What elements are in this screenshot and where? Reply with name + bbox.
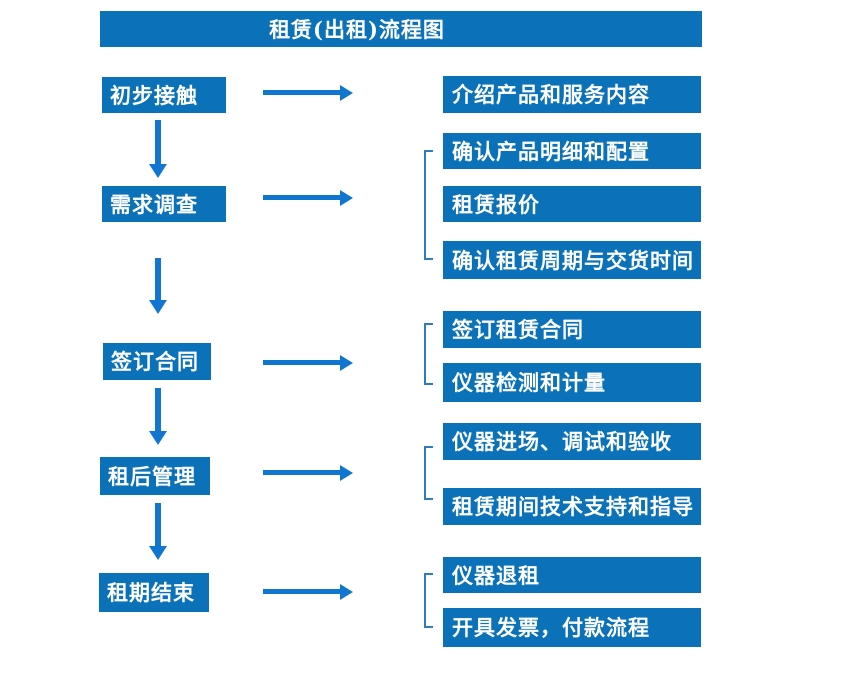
step-box-demand-survey: 需求调查 [102,186,226,222]
step-box-post-rental-management: 租后管理 [100,457,210,495]
step-box-rental-end: 租期结束 [99,573,209,612]
group-bracket-rental-end [424,573,433,628]
group-bracket-demand-survey [424,150,433,260]
group-bracket-sign-contract [424,323,433,385]
down-arrow-4 [149,503,167,560]
right-arrow-2 [263,189,353,206]
down-arrow-1 [149,120,167,178]
step-box-sign-contract: 签订合同 [103,343,211,380]
detail-box-instrument-testing-metering: 仪器检测和计量 [443,363,701,402]
detail-box-rental-quote: 租赁报价 [443,186,701,222]
detail-box-sign-rental-contract: 签订租赁合同 [443,311,701,348]
down-arrow-2 [149,258,167,314]
detail-box-confirm-period-delivery: 确认租赁周期与交货时间 [443,241,701,279]
detail-box-instrument-return: 仪器退租 [443,557,701,593]
right-arrow-5 [263,583,353,600]
group-bracket-post-rental [424,446,433,500]
detail-box-intro-products-services: 介绍产品和服务内容 [443,76,701,113]
detail-box-tech-support-guidance: 租赁期间技术支持和指导 [443,488,701,525]
detail-box-confirm-product-config: 确认产品明细和配置 [443,133,701,169]
step-box-initial-contact: 初步接触 [102,77,226,113]
right-arrow-1 [263,84,353,101]
page-title: 租赁(出租)流程图 [269,16,445,42]
down-arrow-3 [149,388,167,445]
right-arrow-4 [263,464,353,481]
right-arrow-3 [263,354,353,371]
title-bar: 租赁(出租)流程图 [100,11,702,47]
detail-box-invoice-payment: 开具发票，付款流程 [443,608,701,647]
detail-box-instrument-setup-acceptance: 仪器进场、调试和验收 [443,423,701,460]
